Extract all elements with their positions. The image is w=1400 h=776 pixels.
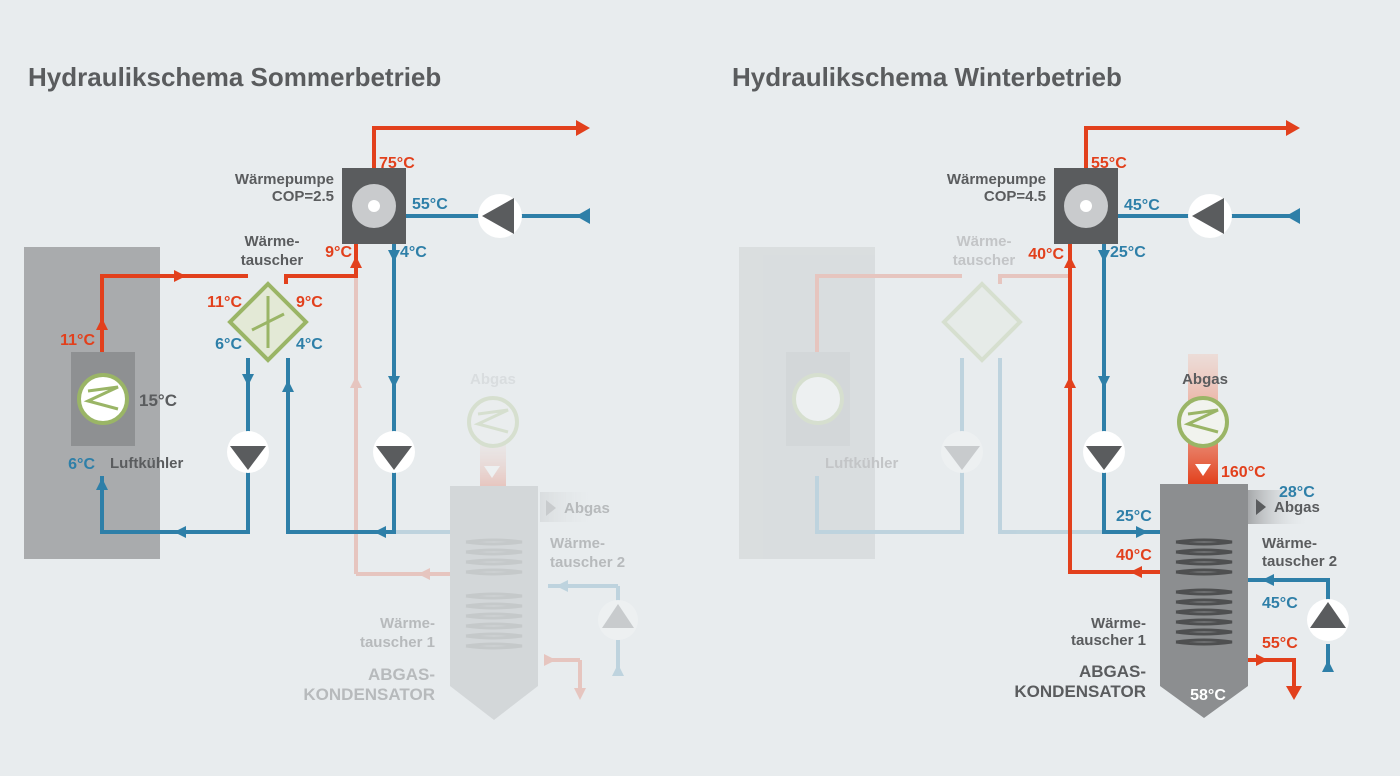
summer-condenser-faded [350, 270, 638, 720]
winter-hx2-label-2: tauscher 2 [1262, 553, 1337, 570]
summer-condenser-label-1: ABGAS- [368, 665, 435, 684]
winter-hp-label-1: Wärmepumpe [947, 171, 1046, 188]
summer-hx-label-1: Wärme- [244, 233, 299, 250]
winter-exhaust-temp: 160°C [1221, 464, 1266, 481]
winter-aircooler-faded [739, 247, 1104, 559]
winter-exhaust-in-label: Abgas [1182, 371, 1228, 388]
winter-panel: Hydraulikschema Winterbetrieb Wärme- tau… [732, 62, 1349, 718]
summer-panel: Hydraulikschema Sommerbetrieb [24, 62, 638, 720]
winter-cond-in-cold: 25°C [1116, 508, 1152, 525]
winter-hp-in-cold: 45°C [1124, 197, 1160, 214]
winter-fan-icon [1177, 396, 1229, 448]
summer-hp-in-cold: 55°C [412, 196, 448, 213]
summer-pipe-cold-loop [286, 244, 396, 534]
winter-title: Hydraulikschema Winterbetrieb [732, 62, 1122, 92]
summer-condenser-label-2: KONDENSATOR [303, 685, 435, 704]
winter-aircooler-label: Luftkühler [825, 455, 898, 472]
summer-title: Hydraulikschema Sommerbetrieb [28, 62, 441, 92]
summer-hp-label-1: Wärmepumpe [235, 171, 334, 188]
winter-pipe-condenser-cold [1102, 244, 1160, 534]
winter-hx2-label-1: Wärme- [1262, 535, 1317, 552]
winter-pump-hx2-icon [1310, 602, 1346, 628]
winter-hx1-label-1: Wärme- [1091, 615, 1146, 632]
winter-exhaust-out-label: Abgas [1274, 499, 1320, 516]
winter-hx-label-1: Wärme- [956, 233, 1011, 250]
summer-hx-label-2: tauscher [241, 252, 304, 269]
summer-hp-in-hot: 9°C [325, 244, 352, 261]
summer-hx-out-hot: 9°C [296, 294, 323, 311]
winter-pump-cold-icon [1086, 446, 1122, 470]
winter-condenser-label-1: ABGAS- [1079, 662, 1146, 681]
winter-cond-out-hot: 40°C [1116, 547, 1152, 564]
summer-hp-out-hot: 75°C [379, 155, 415, 172]
summer-exhaust-in-label: Abgas [470, 371, 516, 388]
summer-hx1-label-2: tauscher 1 [360, 634, 435, 651]
summer-exhaust-out-label: Abgas [564, 500, 610, 517]
summer-pump-cold-icon [376, 446, 412, 470]
winter-hx1-out-hot: 55°C [1262, 635, 1298, 652]
winter-hp-out-hot: 55°C [1091, 155, 1127, 172]
summer-hx-out-cold: 6°C [215, 336, 242, 353]
winter-condenser-temp: 58°C [1190, 687, 1226, 704]
winter-hp-out-cold: 25°C [1110, 244, 1146, 261]
summer-aircooler-out-hot: 11°C [60, 332, 95, 349]
winter-hp-label-2: COP=4.5 [984, 188, 1046, 205]
summer-aircooler-temp: 15°C [139, 391, 177, 410]
summer-aircooler-in-cold: 6°C [68, 456, 95, 473]
summer-hp-label-2: COP=2.5 [272, 188, 334, 205]
summer-hx2-label-2: tauscher 2 [550, 554, 625, 571]
summer-hx-in-hot: 11°C [207, 294, 242, 311]
summer-pump-aircooler-icon [230, 446, 266, 470]
summer-fan-icon [77, 373, 129, 425]
winter-pipe-hx1-out [1248, 658, 1296, 696]
winter-pipe-hx2 [1248, 578, 1330, 600]
winter-pump-hp-return-icon [1192, 198, 1224, 234]
summer-hx2-label-1: Wärme- [550, 535, 605, 552]
winter-condenser-label-2: KONDENSATOR [1014, 682, 1146, 701]
summer-hx-in-cold: 4°C [296, 336, 323, 353]
summer-hp-out-cold: 4°C [400, 244, 427, 261]
summer-pump-hp-return-icon [482, 198, 514, 234]
winter-hx-label-2: tauscher [953, 252, 1016, 269]
winter-hp-in-hot: 40°C [1028, 246, 1064, 263]
summer-hx1-label-1: Wärme- [380, 615, 435, 632]
winter-condenser-body [1160, 484, 1248, 686]
summer-aircooler-label: Luftkühler [110, 455, 183, 472]
winter-exhaust-out-temp: 28°C [1279, 484, 1315, 501]
winter-hx2-in-cold: 45°C [1262, 595, 1298, 612]
winter-hx1-label-2: tauscher 1 [1071, 632, 1146, 649]
